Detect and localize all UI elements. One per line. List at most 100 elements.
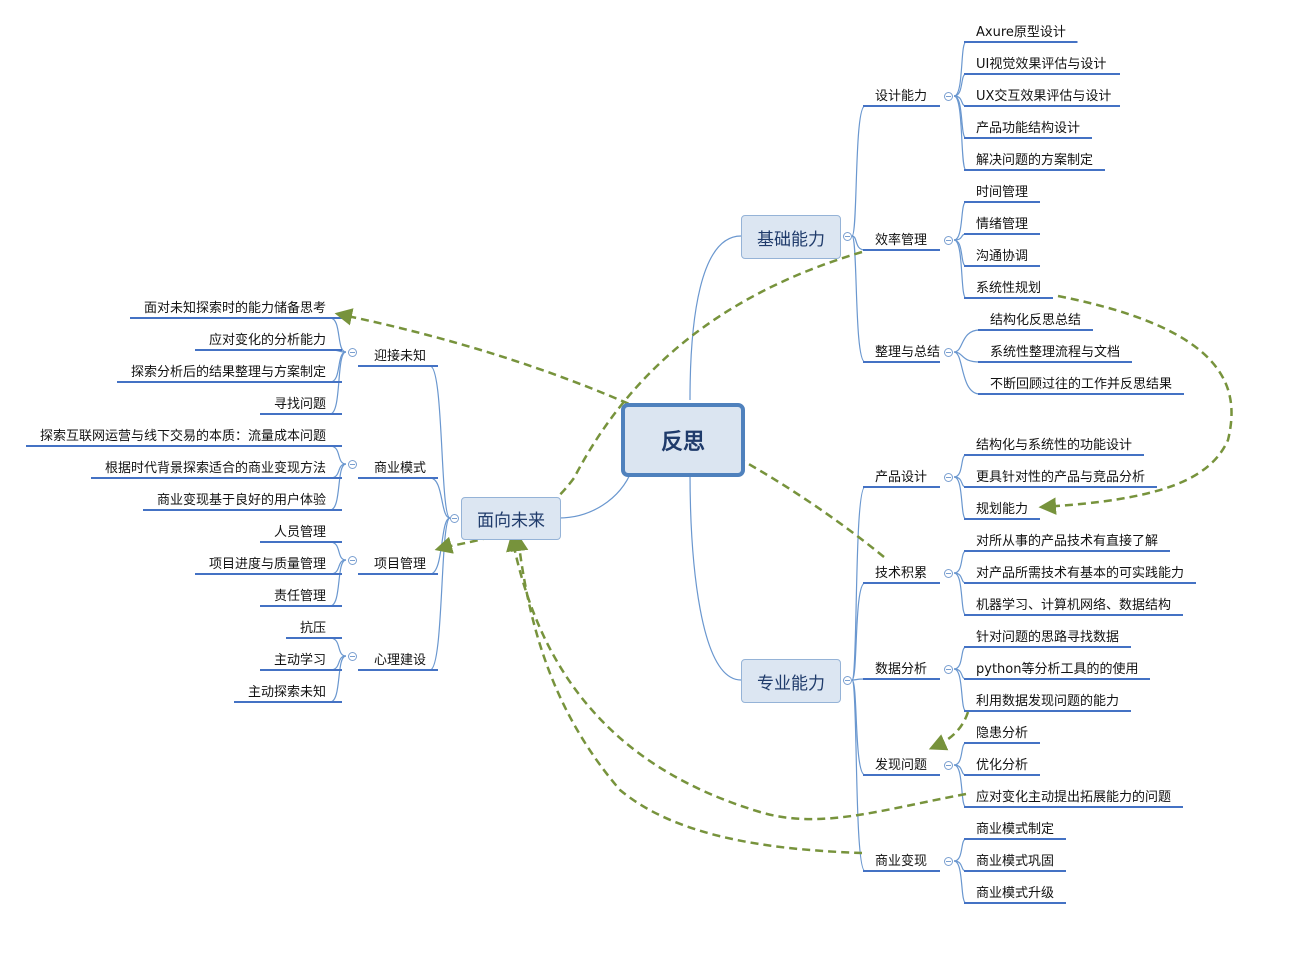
topic-pro-4-1[interactable]: 商业模式巩固 xyxy=(976,854,1055,869)
topic-basic-1-3[interactable]: 系统性规划 xyxy=(976,281,1042,296)
topic-pro-4-2[interactable]: 商业模式升级 xyxy=(976,886,1055,901)
group-pro-1-collapse-toggle[interactable] xyxy=(944,569,953,578)
connector-pro-1-2 xyxy=(953,572,967,616)
connector-future-0-2 xyxy=(329,351,347,383)
connector-basic-0-0 xyxy=(953,41,967,97)
topic-future-1-1[interactable]: 根据时代背景探索适合的商业变现方法 xyxy=(104,461,326,476)
connector-future-2-2 xyxy=(329,559,347,607)
topic-basic-1-0[interactable]: 时间管理 xyxy=(976,185,1029,200)
connector-future-1-2 xyxy=(329,463,347,511)
group-pro-0-collapse-toggle[interactable] xyxy=(944,473,953,482)
relation-arrow-monetization-to-future[interactable] xyxy=(510,533,863,855)
group-pro-2-collapse-toggle[interactable] xyxy=(944,665,953,674)
group-pro-2[interactable]: 数据分析 xyxy=(875,662,928,677)
topic-basic-0-0[interactable]: Axure原型设计 xyxy=(976,25,1066,40)
root-to-professional-curve xyxy=(689,471,742,681)
group-future-0[interactable]: 迎接未知 xyxy=(373,349,426,364)
topic-pro-4-0[interactable]: 商业模式制定 xyxy=(976,822,1055,837)
group-pro-0[interactable]: 产品设计 xyxy=(875,470,928,485)
branch-basic-collapse-toggle[interactable] xyxy=(843,232,852,241)
topic-pro-3-1[interactable]: 优化分析 xyxy=(976,758,1029,773)
topic-basic-2-0[interactable]: 结构化反思总结 xyxy=(990,313,1082,328)
connector-future-3-2 xyxy=(329,655,347,703)
connector-pro-group-1 xyxy=(851,582,866,681)
topic-pro-3-0[interactable]: 隐患分析 xyxy=(976,726,1029,741)
group-pro-3[interactable]: 发现问题 xyxy=(875,758,928,773)
topic-pro-0-0[interactable]: 结构化与系统性的功能设计 xyxy=(976,438,1133,453)
topic-future-1-0[interactable]: 探索互联网运营与线下交易的本质：流量成本问题 xyxy=(39,429,326,444)
topic-future-0-1[interactable]: 应对变化的分析能力 xyxy=(208,333,326,348)
topic-basic-1-2[interactable]: 沟通协调 xyxy=(976,249,1029,264)
connector-pro-4-0 xyxy=(953,838,967,862)
group-future-3-collapse-toggle[interactable] xyxy=(348,652,357,661)
group-basic-2[interactable]: 整理与总结 xyxy=(875,345,941,360)
branch-future-collapse-toggle[interactable] xyxy=(450,514,459,523)
connector-future-3-0 xyxy=(329,637,347,657)
relation-arrow-systematic-planning-to-planning-ability[interactable] xyxy=(1038,294,1233,515)
group-future-0-collapse-toggle[interactable] xyxy=(348,348,357,357)
topic-pro-2-2[interactable]: 利用数据发现问题的能力 xyxy=(976,694,1120,709)
connector-future-2-0 xyxy=(329,541,347,561)
group-basic-0[interactable]: 设计能力 xyxy=(875,89,928,104)
connector-pro-3-2 xyxy=(953,764,967,808)
topic-future-3-1[interactable]: 主动学习 xyxy=(273,653,326,668)
topic-pro-0-2[interactable]: 规划能力 xyxy=(976,502,1029,517)
branch-professional-ability[interactable]: 专业能力 xyxy=(741,659,841,703)
topic-future-0-0[interactable]: 面对未知探索时的能力储备思考 xyxy=(143,301,326,316)
topic-future-3-2[interactable]: 主动探索未知 xyxy=(247,685,326,700)
group-pro-4[interactable]: 商业变现 xyxy=(875,854,928,869)
topic-pro-3-2[interactable]: 应对变化主动提出拓展能力的问题 xyxy=(976,790,1172,805)
branch-facing-future[interactable]: 面向未来 xyxy=(461,497,561,540)
root-to-future-curve xyxy=(558,469,633,519)
connector-basic-2-1 xyxy=(953,351,981,363)
topic-future-2-1[interactable]: 项目进度与质量管理 xyxy=(208,557,326,572)
group-pro-3-collapse-toggle[interactable] xyxy=(944,761,953,770)
group-future-1-collapse-toggle[interactable] xyxy=(348,460,357,469)
root-node[interactable]: 反思 xyxy=(621,403,745,477)
topic-future-0-3[interactable]: 寻找问题 xyxy=(273,397,326,412)
group-basic-2-collapse-toggle[interactable] xyxy=(944,348,953,357)
group-future-1[interactable]: 商业模式 xyxy=(373,461,426,476)
topic-pro-0-1[interactable]: 更具针对性的产品与竞品分析 xyxy=(976,470,1146,485)
topic-future-2-0[interactable]: 人员管理 xyxy=(273,525,326,540)
topic-basic-0-2[interactable]: UX交互效果评估与设计 xyxy=(976,89,1112,104)
connector-basic-2-0 xyxy=(953,329,981,353)
topic-future-0-2[interactable]: 探索分析后的结果整理与方案制定 xyxy=(130,365,326,380)
topic-basic-2-1[interactable]: 系统性整理流程与文档 xyxy=(990,345,1121,360)
group-basic-1-collapse-toggle[interactable] xyxy=(944,236,953,245)
connector-pro-4-2 xyxy=(953,860,967,904)
topic-basic-2-2[interactable]: 不断回顾过往的工作并反思结果 xyxy=(990,377,1173,392)
topic-pro-1-0[interactable]: 对所从事的产品技术有直接了解 xyxy=(976,534,1159,549)
topic-future-2-2[interactable]: 责任管理 xyxy=(273,589,326,604)
topic-pro-1-2[interactable]: 机器学习、计算机网络、数据结构 xyxy=(976,598,1172,613)
topic-basic-0-1[interactable]: UI视觉效果评估与设计 xyxy=(976,57,1107,72)
connector-basic-1-3 xyxy=(953,239,967,299)
group-basic-1[interactable]: 效率管理 xyxy=(875,233,928,248)
group-pro-1[interactable]: 技术积累 xyxy=(875,566,928,581)
topic-future-1-2[interactable]: 商业变现基于良好的用户体验 xyxy=(156,493,326,508)
relation-arrow-proactive-problems-to-future[interactable] xyxy=(506,533,967,821)
topic-basic-0-4[interactable]: 解决问题的方案制定 xyxy=(976,153,1094,168)
branch-pro-collapse-toggle[interactable] xyxy=(843,676,852,685)
topic-pro-1-1[interactable]: 对产品所需技术有基本的可实践能力 xyxy=(976,566,1185,581)
branch-basic-ability[interactable]: 基础能力 xyxy=(741,215,841,259)
topic-pro-2-1[interactable]: python等分析工具的的使用 xyxy=(976,662,1139,677)
group-future-3[interactable]: 心理建设 xyxy=(373,653,426,668)
connector-basic-group-0 xyxy=(851,105,866,237)
topic-pro-2-0[interactable]: 针对问题的思路寻找数据 xyxy=(976,630,1120,645)
connector-basic-2-2 xyxy=(953,351,981,395)
relation-arrow-data-insight-to-find-problems[interactable] xyxy=(928,711,970,751)
connector-future-group-3 xyxy=(429,517,451,671)
topic-basic-0-3[interactable]: 产品功能结构设计 xyxy=(976,121,1081,136)
group-basic-0-collapse-toggle[interactable] xyxy=(944,92,953,101)
connector-future-3-1 xyxy=(329,655,347,671)
group-pro-4-collapse-toggle[interactable] xyxy=(944,857,953,866)
group-future-2[interactable]: 项目管理 xyxy=(373,557,426,572)
connector-pro-2-2 xyxy=(953,668,967,712)
topic-basic-1-1[interactable]: 情绪管理 xyxy=(976,217,1029,232)
group-future-2-collapse-toggle[interactable] xyxy=(348,556,357,565)
connector-basic-0-4 xyxy=(953,95,967,171)
connector-pro-0-0 xyxy=(953,454,967,478)
topic-future-3-0[interactable]: 抗压 xyxy=(299,621,326,636)
